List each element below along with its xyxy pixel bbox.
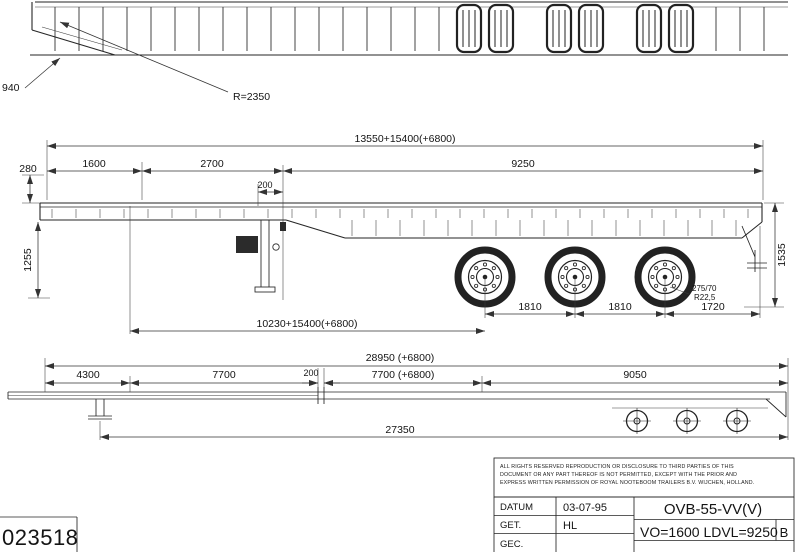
plan-tire-group-2	[545, 3, 605, 54]
dim-height-1255: 1255	[22, 248, 34, 272]
kingpin	[280, 165, 286, 300]
radius-label: R=2350	[233, 91, 270, 103]
axle-hub-3	[722, 407, 752, 435]
copyright-line-3: EXPRESS WRITTEN PERMISSION OF ROYAL NOOT…	[500, 480, 754, 486]
dim-neck-2700: 2700	[200, 158, 224, 170]
title-block: ALL RIGHTS RESERVED REPRODUCTION OR DISC…	[493, 457, 795, 552]
dim-height-1535: 1535	[776, 243, 788, 267]
dim-gap-200: 200	[303, 368, 318, 378]
dim-27350: 27350	[385, 424, 414, 436]
get-label: GET.	[500, 520, 521, 531]
dim-overall-length: 13550+15400(+6800)	[354, 133, 455, 145]
dim-7700-ext: 7700 (+6800)	[372, 369, 435, 381]
model-code: OVB-55-VV(V)	[664, 501, 762, 518]
extended-view-dimensions: 28950 (+6800) 4300 7700 200 7700 (+6800)…	[44, 352, 789, 440]
axle-hub-2	[672, 407, 702, 435]
tire-spec-line2: R22,5	[694, 293, 716, 302]
dim-4300: 4300	[76, 369, 100, 381]
dim-deck-9250: 9250	[511, 158, 535, 170]
dim-kingpin-200: 200	[257, 180, 272, 190]
copyright-line-1: ALL RIGHTS RESERVED REPRODUCTION OR DISC…	[500, 464, 734, 470]
extended-view-linework	[7, 387, 787, 435]
gec-label: GEC.	[500, 539, 523, 550]
tire-spec-line1: 275/70	[692, 284, 717, 293]
front-support-leg	[88, 399, 112, 420]
dim-940: 940	[2, 82, 20, 94]
dim-7700: 7700	[212, 369, 236, 381]
datum-label: DATUM	[500, 502, 533, 513]
landing-gear	[236, 220, 280, 293]
axle-hub-1	[622, 407, 652, 435]
dim-step-280: 280	[19, 163, 37, 175]
dim-axle-1810-b: 1810	[608, 301, 632, 313]
rear-underrun-bar	[741, 225, 767, 272]
plan-view-linework	[30, 1, 788, 56]
dim-extended-overall: 28950 (+6800)	[366, 352, 435, 364]
stamp-number: 023518	[2, 525, 78, 550]
dim-9050: 9050	[623, 369, 647, 381]
datum-value: 03-07-95	[563, 502, 607, 514]
side-view-linework	[39, 165, 767, 304]
revision-letter: B	[780, 525, 789, 540]
dim-rear-1720: 1720	[701, 301, 725, 313]
dim-front-1600: 1600	[82, 158, 106, 170]
dim-axle-1810-a: 1810	[518, 301, 542, 313]
side-view-dimensions: 13550+15400(+6800) 1600 2700 9250 280 20…	[19, 133, 788, 334]
spec-line: VO=1600 LDVL=9250	[640, 524, 778, 540]
plan-view-annotations: R=2350 940	[2, 21, 270, 103]
plan-tire-group-3	[635, 3, 695, 54]
dim-wheelbase: 10230+15400(+6800)	[256, 318, 357, 330]
get-value: HL	[563, 520, 577, 532]
copyright-line-2: DOCUMENT OR ANY PART THEREOF IS NOT PERM…	[500, 472, 737, 478]
stamp-box: 023518	[0, 516, 78, 552]
plan-tire-group-1	[455, 3, 515, 54]
